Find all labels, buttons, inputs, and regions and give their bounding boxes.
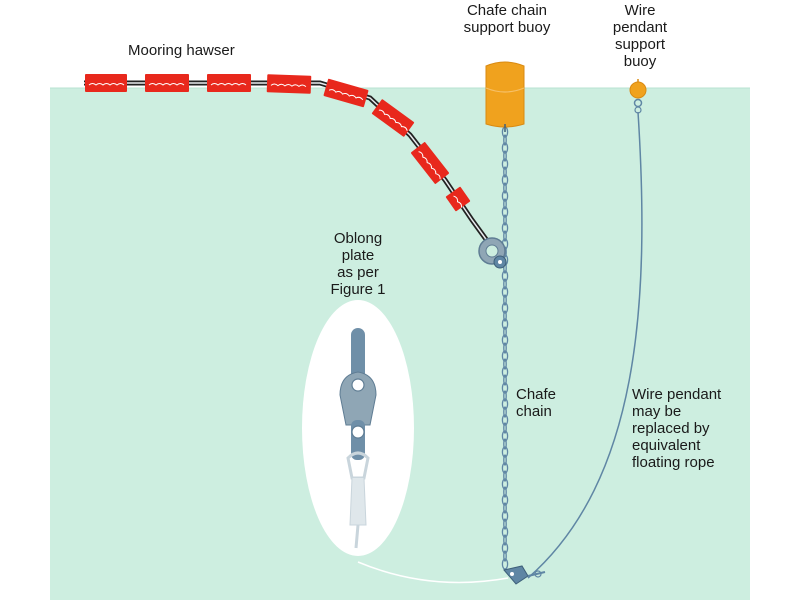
chain-link — [501, 462, 509, 474]
chain-link — [501, 510, 509, 522]
label-mooring-hawser: Mooring hawser — [128, 42, 235, 59]
label-line: as per — [337, 264, 379, 281]
chain-link — [501, 430, 509, 442]
chain-link — [501, 142, 509, 154]
chain-link — [503, 326, 507, 338]
label-line: support buoy — [463, 19, 551, 36]
chain-link — [503, 134, 507, 146]
label-line: support — [614, 36, 666, 53]
chain-link — [503, 150, 507, 162]
chain-link — [501, 158, 509, 170]
chain-link — [503, 390, 507, 402]
chain-link — [503, 406, 507, 418]
chain-link — [501, 558, 509, 570]
chain-link — [501, 494, 509, 506]
chain-link — [503, 310, 507, 322]
chain-link — [501, 334, 509, 346]
label-wire-pendant-buoy: Wire pendant support buoy — [595, 2, 685, 70]
chafe-chain-buoy — [485, 61, 525, 132]
chafe-chain — [501, 126, 509, 570]
chain-link — [503, 486, 507, 498]
chain-link — [501, 382, 509, 394]
chain-link — [503, 502, 507, 514]
label-line: Chafe — [516, 386, 557, 403]
chain-link — [503, 214, 507, 226]
hawser-rope-highlight — [84, 82, 489, 243]
label-line: Wire pendant — [632, 386, 722, 403]
chain-link — [503, 198, 507, 210]
chain-link — [501, 174, 509, 186]
hawser-float — [323, 78, 369, 108]
label-line: Figure 1 — [330, 281, 386, 298]
chain-link — [503, 454, 507, 466]
oblong-plate-detail — [339, 328, 377, 549]
chain-link — [501, 222, 509, 234]
bottom-joining-plate — [503, 565, 546, 585]
label-line: plate — [341, 247, 375, 264]
label-line: equivalent — [632, 437, 701, 454]
chain-link — [501, 398, 509, 410]
hawser-float — [266, 74, 312, 94]
label-wire-pendant-note: Wire pendant may be replaced by equivale… — [632, 386, 721, 471]
label-line: replaced by — [632, 420, 710, 437]
floating-rope — [357, 561, 509, 584]
hawser-float — [371, 99, 415, 137]
chain-link — [503, 182, 507, 194]
chain-link — [503, 422, 507, 434]
chain-link — [501, 414, 509, 426]
chain-link — [501, 318, 509, 330]
label-line: Chafe chain — [466, 2, 548, 19]
chain-link — [501, 302, 509, 314]
label-chafe-chain: Chafe chain — [516, 386, 556, 420]
mooring-hawser — [84, 74, 491, 244]
chain-link — [501, 190, 509, 202]
label-chafe-chain-buoy: Chafe chain support buoy — [452, 2, 562, 36]
label-line: floating rope — [632, 454, 715, 471]
chain-link — [501, 270, 509, 282]
hawser-float — [445, 186, 471, 212]
hawser-float — [85, 74, 127, 92]
chain-link — [503, 278, 507, 290]
chain-link — [501, 366, 509, 378]
chain-link — [501, 286, 509, 298]
chain-link — [503, 550, 507, 562]
label-line: pendant — [612, 19, 668, 36]
label-line: Oblong — [333, 230, 383, 247]
chain-link — [501, 350, 509, 362]
label-line: Wire — [624, 2, 656, 19]
chain-link — [503, 534, 507, 546]
hawser-float — [145, 74, 189, 92]
wire-pendant-buoy — [629, 79, 647, 114]
label-line: buoy — [623, 53, 657, 70]
hawser-thimble — [478, 237, 507, 269]
chain-link — [501, 206, 509, 218]
chain-link — [503, 518, 507, 530]
chain-link — [503, 294, 507, 306]
wire-pendant — [527, 111, 643, 579]
chain-link — [503, 342, 507, 354]
chain-link — [501, 542, 509, 554]
chain-link — [501, 446, 509, 458]
label-line: chain — [516, 403, 552, 420]
chain-link — [503, 438, 507, 450]
label-line: may be — [632, 403, 682, 420]
label-oblong-plate: Oblong plate as per Figure 1 — [318, 230, 398, 298]
chain-link — [503, 166, 507, 178]
chain-link — [503, 358, 507, 370]
chain-link — [501, 478, 509, 490]
hawser-float — [410, 142, 450, 184]
chain-link — [501, 526, 509, 538]
hawser-float — [207, 74, 251, 92]
chain-link — [503, 230, 507, 242]
chain-link — [503, 374, 507, 386]
chain-link — [503, 470, 507, 482]
